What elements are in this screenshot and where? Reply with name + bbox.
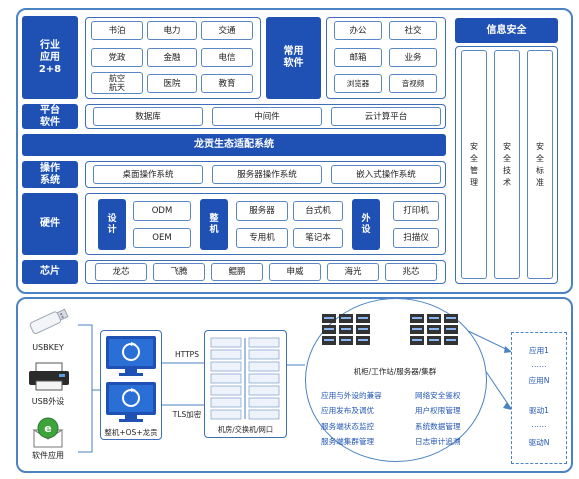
machine-cell: 专用机 bbox=[236, 228, 288, 248]
common-software-label: 常用 软件 bbox=[266, 17, 321, 99]
chips-label: 芯片 bbox=[22, 260, 78, 284]
ecosystem-bar: 龙贡生态适配系统 bbox=[22, 134, 446, 156]
os-label: 操作 系统 bbox=[22, 161, 78, 188]
chip-cell: 兆芯 bbox=[385, 263, 437, 281]
common-software-cell: 音视频 bbox=[389, 74, 437, 93]
machine-cell: 台式机 bbox=[293, 201, 343, 221]
chip-cell: 海光 bbox=[327, 263, 379, 281]
https-label: HTTPS bbox=[175, 350, 199, 359]
platform-cell: 数据库 bbox=[93, 107, 203, 126]
tls-label: TLS加密 bbox=[172, 410, 202, 419]
usbkey-label: USBKEY bbox=[32, 343, 64, 352]
industry-cell: 书泊 bbox=[91, 21, 143, 40]
common-software-cell: 办公 bbox=[334, 21, 382, 40]
industry-cell: 医院 bbox=[147, 74, 197, 93]
industry-cell: 电力 bbox=[147, 21, 197, 40]
platform-label: 平台 软件 bbox=[22, 104, 78, 129]
endpoints-box bbox=[511, 332, 567, 464]
usb-peripheral-label: USB外设 bbox=[31, 397, 65, 406]
server-rack-icon bbox=[410, 314, 458, 345]
machine-cell: 服务器 bbox=[236, 201, 288, 221]
feature-left: 服务端集群管理 bbox=[321, 437, 375, 446]
industry-cell: 党政 bbox=[91, 48, 143, 67]
terminal-monitor-icon bbox=[106, 336, 156, 376]
svg-text:e: e bbox=[44, 422, 51, 435]
peripheral-cell: 扫描仪 bbox=[393, 228, 439, 248]
industry-cell: 航空 航天 bbox=[91, 72, 143, 94]
chip-cell: 飞腾 bbox=[153, 263, 205, 281]
os-cell: 桌面操作系统 bbox=[93, 165, 203, 184]
platform-cell: 中间件 bbox=[212, 107, 322, 126]
software-app-icon: e bbox=[32, 417, 64, 448]
platform-cell: 云计算平台 bbox=[331, 107, 441, 126]
hardware-label: 硬件 bbox=[22, 193, 78, 255]
chip-cell: 鲲鹏 bbox=[211, 263, 263, 281]
common-software-cell: 浏览器 bbox=[334, 74, 382, 93]
os-cell: 服务器操作系统 bbox=[212, 165, 322, 184]
usbkey-icon bbox=[29, 308, 69, 334]
endpoint-app: 应用1 bbox=[528, 346, 550, 355]
chip-cell: 申威 bbox=[269, 263, 321, 281]
cluster-label: 机柜/工作站/服务器/集群 bbox=[353, 367, 437, 376]
peripheral-cell: 打印机 bbox=[393, 201, 439, 221]
common-software-cell: 社交 bbox=[389, 21, 437, 40]
peripheral-label: 外 设 bbox=[352, 199, 380, 250]
industry-cell: 金融 bbox=[147, 48, 197, 67]
industry-cell: 交通 bbox=[201, 21, 253, 40]
endpoint-app: …… bbox=[531, 360, 547, 369]
machine-cell: 笔记本 bbox=[293, 228, 343, 248]
design-cell: ODM bbox=[133, 201, 191, 221]
endpoint-driver: …… bbox=[531, 420, 547, 429]
feature-left: 应用与外设的兼容 bbox=[321, 391, 382, 400]
design-cell: OEM bbox=[133, 228, 191, 248]
industry-label: 行业 应用 2+8 bbox=[22, 16, 78, 99]
feature-right: 系统数据管理 bbox=[415, 422, 461, 431]
security-column: 安 全 管 理 bbox=[461, 50, 487, 279]
feature-left: 服务端状态监控 bbox=[321, 422, 375, 431]
network-rack-icon bbox=[210, 337, 280, 420]
feature-left: 应用发布及调优 bbox=[321, 406, 375, 415]
feature-right: 网络安全鉴权 bbox=[415, 391, 461, 400]
industry-cell: 电信 bbox=[201, 48, 253, 67]
software-app-label: 软件应用 bbox=[32, 451, 64, 460]
network-label: 机房/交换机/网口 bbox=[217, 425, 274, 434]
industry-cell: 教育 bbox=[201, 74, 253, 93]
feature-right: 日志审计追溯 bbox=[415, 437, 461, 446]
chip-cell: 龙芯 bbox=[95, 263, 147, 281]
security-title: 信息安全 bbox=[455, 18, 558, 43]
security-column: 安 全 标 准 bbox=[527, 50, 553, 279]
machine-label: 整 机 bbox=[200, 199, 228, 250]
endpoint-app: 应用N bbox=[528, 376, 550, 385]
security-column: 安 全 技 术 bbox=[494, 50, 520, 279]
os-cell: 嵌入式操作系统 bbox=[331, 165, 441, 184]
endpoint-driver: 驱动1 bbox=[528, 406, 550, 415]
endpoint-driver: 驱动N bbox=[528, 438, 550, 447]
terminal-label: 整机+OS+龙贡 bbox=[104, 428, 158, 437]
server-rack-icon bbox=[322, 314, 370, 345]
common-software-cell: 邮箱 bbox=[334, 48, 382, 67]
printer-icon bbox=[29, 362, 69, 391]
common-software-cell: 业务 bbox=[389, 48, 437, 67]
design-label: 设 计 bbox=[98, 199, 126, 250]
terminal-monitor-icon bbox=[106, 382, 156, 422]
feature-right: 用户权限管理 bbox=[415, 406, 461, 415]
